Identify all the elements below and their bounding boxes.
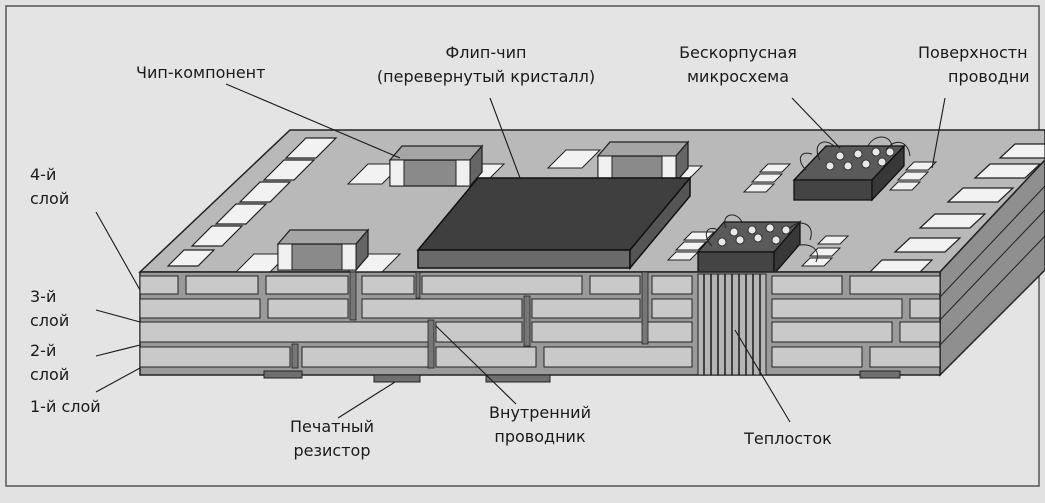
heat-sink	[697, 273, 767, 376]
label-layer1: 1-й слой	[30, 397, 101, 416]
label-heat-sink: Теплосток	[743, 429, 832, 448]
label-printed-resistor-1: Печатный	[290, 417, 374, 436]
label-layer2-2: слой	[30, 365, 69, 384]
surface-pads-left	[166, 137, 338, 267]
label-flip-chip-1: Флип-чип	[446, 43, 527, 62]
label-flip-chip-2: (перевернутый кристалл)	[377, 67, 595, 86]
label-printed-resistor-2: резистор	[294, 441, 371, 460]
bare-die-1	[742, 136, 938, 202]
printed-resistors	[263, 370, 901, 383]
label-layer2-1: 2-й	[30, 341, 56, 360]
label-surface-conductor-2: проводни	[948, 67, 1030, 86]
label-chip-component: Чип-компонент	[136, 63, 265, 82]
board-right-side-layers	[939, 185, 1045, 346]
flip-chip	[416, 175, 692, 271]
vias	[291, 271, 649, 369]
layer-4-strips	[139, 275, 941, 295]
label-surface-conductor-1: Поверхностн	[918, 43, 1028, 62]
layer-1-strips	[139, 346, 941, 368]
surface-pads-right	[868, 143, 1045, 273]
chip-component-1	[346, 144, 506, 188]
label-layer3-1: 3-й	[30, 287, 56, 306]
label-bare-die-1: Бескорпусная	[679, 43, 797, 62]
label-inner-conductor-1: Внутренний	[489, 403, 591, 422]
label-inner-conductor-2: проводник	[494, 427, 586, 446]
layer-2-strips	[139, 321, 941, 343]
label-bare-die-2: микросхема	[687, 67, 789, 86]
label-layer3-2: слой	[30, 311, 69, 330]
leader-lines	[95, 83, 946, 423]
layer-3-strips	[139, 298, 941, 319]
label-layer4-1: 4-й	[30, 165, 56, 184]
chip-component-3	[234, 228, 402, 273]
label-layer4-2: слой	[30, 189, 69, 208]
